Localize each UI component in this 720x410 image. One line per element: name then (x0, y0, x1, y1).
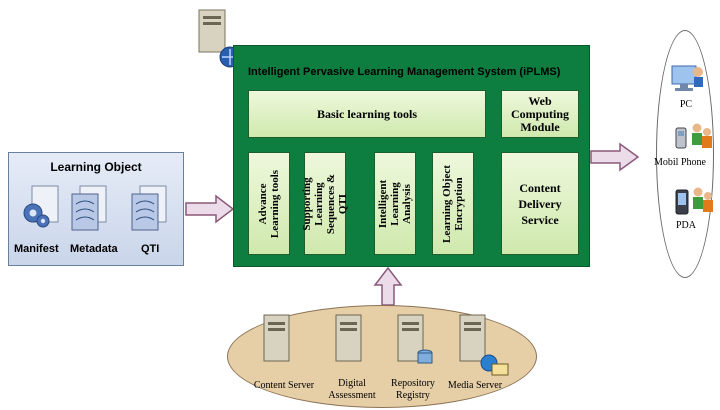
web-computing-module-box: Web Computing Module (501, 90, 579, 138)
system-title: Intelligent Pervasive Learning Managemen… (248, 66, 561, 78)
device-label-mobile-phone: Mobil Phone (654, 157, 706, 168)
server-label-media: Media Server (447, 380, 503, 391)
pc-icon (671, 65, 703, 91)
qti-icon (131, 185, 167, 231)
content-delivery-service-box: Content Delivery Service (501, 152, 579, 255)
server-label-repository-registry: Repository Registry (391, 378, 435, 401)
mobile-phone-icon (675, 123, 712, 149)
module-advance-learning-tools: Advance Learning tools (248, 152, 290, 255)
learning-object-title: Learning Object (50, 160, 142, 174)
pda-icon (675, 187, 713, 215)
repository-registry-server-icon (397, 314, 433, 364)
device-label-pc: PC (679, 99, 693, 110)
basic-learning-tools-label: Basic learning tools (316, 107, 417, 121)
device-label-pda: PDA (675, 220, 696, 231)
metadata-label: Metadata (70, 243, 118, 255)
media-server-icon (459, 314, 509, 376)
manifest-icon (23, 185, 59, 228)
arrow-system-to-devices (590, 142, 640, 172)
module-intelligent-learning-analysis: Intelligent Learning Analysis (374, 152, 416, 255)
arrow-learning-object-to-system (185, 194, 235, 224)
qti-label: QTI (141, 243, 160, 255)
digital-assessment-server-icon (335, 314, 362, 362)
arrow-servers-to-system (373, 266, 403, 306)
module-learning-object-encryption: Learning Object Encryption (432, 152, 474, 255)
server-label-content: Content Server (253, 380, 315, 391)
web-computing-module-label: Web Computing Module (510, 94, 569, 134)
basic-learning-tools-box: Basic learning tools (248, 90, 486, 138)
content-delivery-service-label: Content Delivery Service (518, 181, 562, 227)
metadata-icon (71, 185, 107, 231)
server-label-digital-assessment: Digital Assessment (328, 378, 376, 401)
content-server-icon (263, 314, 290, 362)
manifest-label: Manifest (14, 243, 59, 255)
module-supporting-learning-sequences: Supporting Learning Sequences & QTI (301, 152, 349, 255)
